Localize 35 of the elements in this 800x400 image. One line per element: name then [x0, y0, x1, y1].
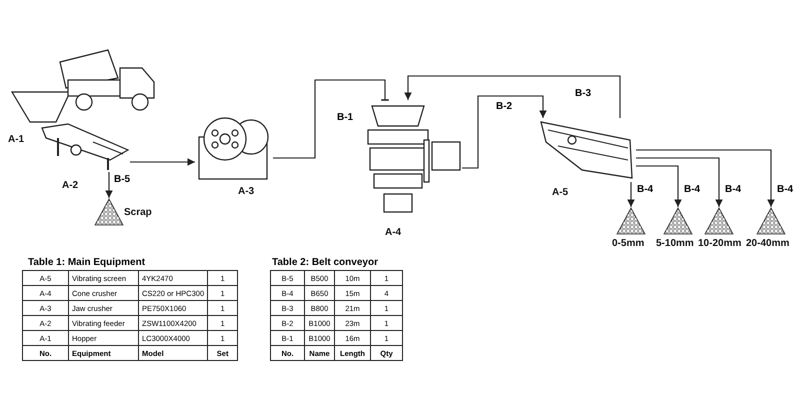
table-title: Table 1: Main Equipment — [28, 257, 146, 268]
edge-label: B-4 — [776, 184, 794, 195]
gravel-pile-drawing — [756, 207, 786, 235]
equipment-code: A-3 — [238, 186, 254, 197]
equipment-code: A-4 — [385, 227, 402, 238]
table-title: Table 2: Belt conveyor — [272, 257, 378, 268]
gravel-pile-drawing — [704, 207, 734, 235]
equipment-code: A-2 — [62, 180, 78, 191]
scrap-pile-drawing — [94, 198, 124, 226]
edge-label: B-5 — [113, 174, 132, 185]
arrow — [130, 158, 195, 166]
edge-label: B-1 — [336, 112, 354, 123]
equipment-code: A-5 — [552, 187, 568, 198]
edge-label: B-2 — [495, 101, 514, 112]
edge-label: B-4 — [683, 184, 702, 195]
edge-label: B-3 — [574, 88, 592, 99]
vibrating-feeder-drawing — [38, 124, 130, 172]
arrow — [636, 157, 723, 207]
arrow — [636, 165, 682, 207]
arrow — [627, 182, 635, 207]
size-label: 5-10mm — [656, 238, 694, 249]
edge-label: B-4 — [636, 184, 654, 195]
gravel-pile-drawing — [663, 207, 693, 235]
pile-label: Scrap — [124, 207, 152, 218]
arrow — [404, 75, 621, 118]
equipment-code: A-1 — [8, 134, 24, 145]
size-label: 20-40mm — [746, 238, 790, 249]
conveyor-line — [273, 79, 390, 159]
edge-label: B-4 — [724, 184, 742, 195]
size-label: 10-20mm — [698, 238, 742, 249]
gravel-pile-drawing — [616, 207, 646, 235]
size-label: 0-5mm — [612, 238, 644, 249]
arrow — [636, 149, 775, 207]
arrow — [462, 95, 547, 169]
arrow — [105, 172, 113, 198]
